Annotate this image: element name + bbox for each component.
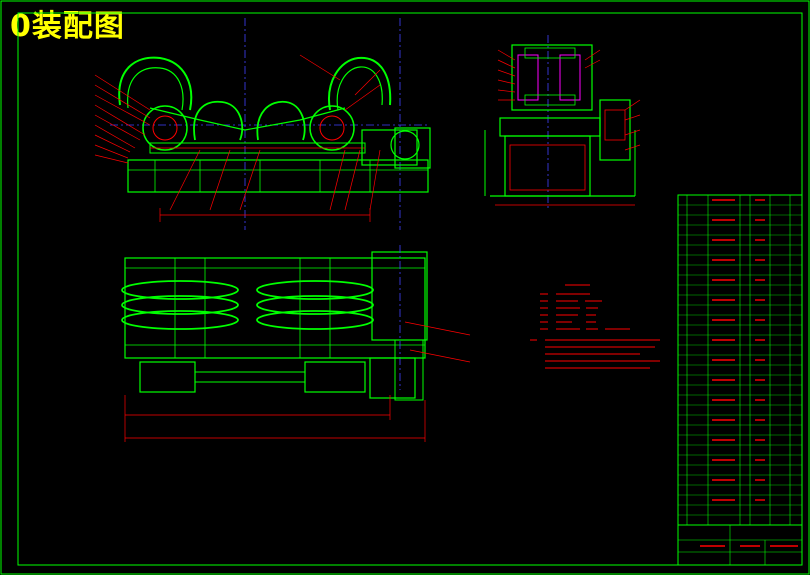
- front-view[interactable]: [94, 18, 431, 230]
- top-view[interactable]: [121, 245, 471, 442]
- parts-list[interactable]: [677, 194, 803, 566]
- drawing-title: 0装配图: [10, 9, 125, 44]
- side-section-view[interactable]: [484, 35, 641, 210]
- inner-border: [17, 12, 803, 566]
- technical-notes: [530, 284, 660, 369]
